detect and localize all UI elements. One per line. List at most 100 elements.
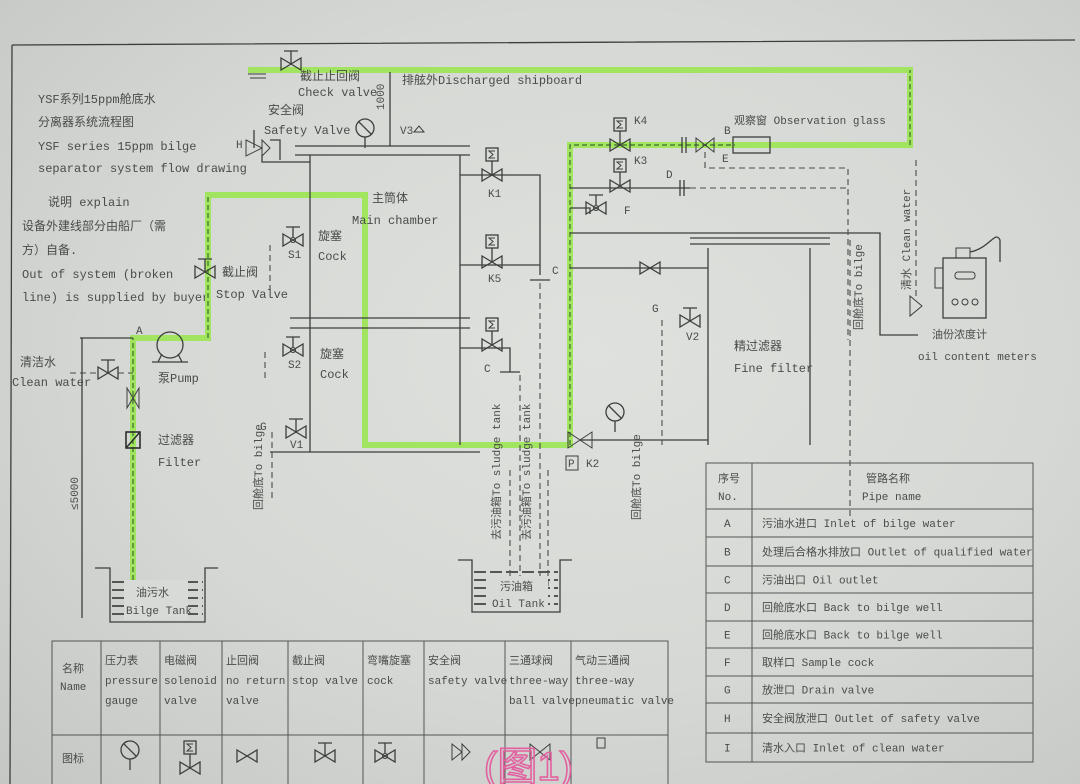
pump-icon (156, 331, 184, 359)
oil-tank: 污油箱 Oil Tank (458, 559, 572, 613)
explain-en2: line) is supplied by buyer (22, 291, 209, 305)
explain-heading: 说明 explain (48, 194, 130, 210)
pipe-table-row-no: A (724, 519, 731, 531)
solenoid-valve-k6-icon (481, 317, 503, 352)
legend-pneumatic-valve-icon (596, 737, 606, 749)
pipe-table-row-no: H (724, 714, 731, 726)
observation-glass-icon (732, 136, 771, 154)
fine-filter: 精过滤器 Fine filter (690, 237, 830, 445)
label-d: D (666, 170, 673, 182)
legend-col-en1: stop valve (292, 676, 358, 688)
solenoid-valve-k3-icon (609, 158, 631, 193)
main-chamber: 主筒体 Main chamber (270, 145, 480, 453)
pipe-table-row-name: 取样口 Sample cock (762, 655, 875, 670)
pipe-table-row-name: 污油水进口 Inlet of bilge water (762, 516, 956, 531)
main-chamber-en: Main chamber (352, 214, 438, 228)
legend-icon-cn: 图标 (62, 751, 84, 766)
oil-meter-cn: 油份浓度计 (932, 327, 987, 342)
pipe-table-row-name: 污油出口 Oil outlet (762, 573, 879, 588)
dimension-5000: ≤5000 (70, 477, 82, 510)
pipe-table-row-name: 处理后合格水排放口 Outlet of qualified water (762, 545, 1033, 560)
legend-col-cn: 气动三通阀 (575, 653, 630, 668)
legend-col-en2: ball valve (509, 696, 575, 708)
safety-valve-en: Safety Valve (264, 124, 350, 138)
legend-col-en1: safety valve (428, 676, 507, 688)
pipe-table-row-no: C (724, 576, 731, 588)
legend-col-en2: gauge (105, 696, 138, 708)
fine-filter-en: Fine filter (734, 362, 813, 376)
legend-col-cn: 电磁阀 (164, 653, 197, 668)
to-sludge-tank-label-2: 去污油箱To sludge tank (519, 403, 534, 540)
dimension-1000: 1000 (376, 84, 388, 110)
label-v2: V2 (686, 332, 699, 344)
legend-col-en2: valve (226, 696, 259, 708)
filter-cn: 过滤器 (158, 433, 194, 448)
to-bilge-label-3: 回舱底To bilge (629, 434, 644, 520)
legend-col-cn: 三通球阀 (509, 653, 553, 668)
label-p: P (568, 459, 575, 471)
pressure-gauge-icon (355, 118, 375, 149)
pipe-table-row-no: D (724, 603, 731, 615)
legend-pressure-gauge-icon (120, 740, 140, 771)
explain-note: 说明 explain 设备外建线部分由船厂（需 方）自备. Out of sys… (22, 194, 209, 305)
drain-valve-v2-icon (679, 307, 701, 328)
label-c-2: C (484, 364, 491, 376)
figure-number-mark: (图1) (484, 745, 573, 784)
label-s1: S1 (288, 250, 302, 262)
cock-s1-icon (282, 226, 304, 247)
pipe-table-row-name: 安全阀放泄口 Outlet of safety valve (762, 711, 980, 726)
pipe-table-row-no: I (724, 744, 731, 756)
discharged-shipboard-label: 排舷外Discharged shipboard (402, 72, 582, 88)
cock-s1-cn: 旋塞 (318, 228, 342, 244)
clean-water-valve-icon (97, 359, 119, 380)
legend-col-en2: valve (164, 696, 197, 708)
to-bilge-label-1: 回舱底To bilge (251, 424, 266, 510)
legend-col-en2: pneumatic valve (575, 696, 674, 708)
label-b: B (724, 126, 731, 138)
pipe-table-row-no: G (724, 686, 731, 698)
pipe-table-head-no-en: No. (718, 492, 738, 504)
drain-valve-v1-icon (285, 418, 307, 439)
observation-glass-label: 观察窗 Observation glass (734, 113, 886, 128)
cock-s2-en: Cock (320, 368, 349, 382)
legend-cock-icon (374, 742, 396, 763)
legend-safety-valve-icon (451, 742, 471, 762)
check-valve-en: Check valve (298, 86, 377, 100)
legend-col-cn: 弯嘴旋塞 (367, 653, 411, 668)
safety-valve-icon (245, 138, 271, 158)
label-e: E (722, 154, 729, 166)
label-h: H (236, 140, 243, 152)
label-s2: S2 (288, 360, 301, 372)
oil-content-meter: 油份浓度计 oil content meters (909, 236, 1037, 364)
pipe-table-head-name-en: Pipe name (862, 492, 921, 504)
solenoid-valve-k1-icon (481, 147, 503, 182)
legend-three-way-ball-valve-icon (529, 742, 551, 762)
solenoid-valve-k5-icon (481, 234, 503, 269)
legend-col-en1: solenoid (164, 676, 217, 688)
explain-en1: Out of system (broken (22, 268, 173, 282)
check-valve-pump-icon (126, 386, 140, 410)
pipe-table-row-name: 放泄口 Drain valve (762, 683, 874, 698)
pneumatic-valve-k2-icon (567, 431, 593, 449)
title-cn-line1: YSF系列15ppm舱底水 (38, 91, 156, 107)
label-g-1: G (260, 422, 267, 434)
stop-valve-en: Stop Valve (216, 288, 288, 302)
legend-name-en: Name (60, 682, 86, 694)
title-cn-line2: 分离器系统流程图 (38, 114, 134, 130)
bilge-tank: 油污水 Bilge Tank (95, 567, 218, 623)
pipe-table-head-name-cn: 管路名称 (866, 471, 910, 486)
bilge-tank-cn: 油污水 (136, 585, 169, 600)
oil-meter-en: oil content meters (918, 352, 1037, 364)
legend-col-en1: three-way (575, 676, 635, 688)
label-k5: K5 (488, 274, 501, 286)
legend-solenoid-valve-icon (179, 740, 201, 775)
filter-en: Filter (158, 456, 201, 470)
pipe-table-row-name: 清水入口 Inlet of clean water (762, 742, 945, 756)
three-way-valve-b-icon (695, 136, 715, 154)
check-valve-cn: 截止止回阀 (300, 69, 360, 84)
label-k4: K4 (634, 116, 648, 128)
overboard-outlet-icon (248, 73, 266, 79)
pipe-table-row-no: F (724, 658, 731, 670)
paper-border (9, 39, 1076, 784)
